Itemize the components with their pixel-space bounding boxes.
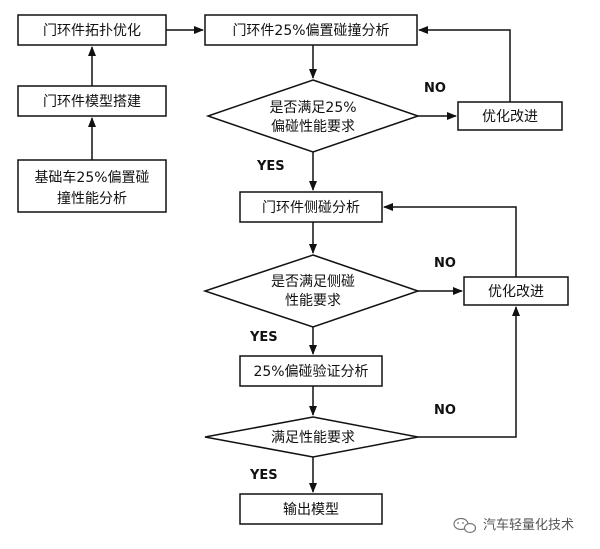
node-side-analysis: 门环件侧碰分析	[239, 191, 383, 223]
edge-optimize1-loop	[418, 26, 511, 102]
edge-label-no-1: NO	[424, 81, 446, 96]
node-door-model: 门环件模型搭建	[17, 85, 167, 117]
node-door-topology: 门环件拓扑优化	[17, 14, 167, 46]
node-optimize-2-label: 优化改进	[488, 284, 544, 300]
node-side-analysis-label: 门环件侧碰分析	[262, 200, 360, 216]
node-decision-side-label-line2: 性能要求	[285, 293, 341, 309]
edge-label-no-2: NO	[434, 256, 456, 271]
node-verify-analysis-label: 25%偏碰验证分析	[253, 364, 368, 380]
node-base-vehicle-label-line1: 基础车25%偏置碰	[34, 169, 149, 186]
node-optimize-1: 优化改进	[457, 101, 563, 131]
node-base-vehicle-label-line2: 撞性能分析	[57, 191, 127, 207]
node-optimize-2: 优化改进	[463, 276, 569, 306]
watermark: 汽车轻量化技术	[453, 517, 574, 534]
node-decision-side: 是否满足侧碰 性能要求	[202, 254, 421, 328]
wechat-icon	[453, 517, 477, 534]
edge-label-yes-1: YES	[256, 159, 285, 174]
node-door-topology-label: 门环件拓扑优化	[43, 23, 141, 39]
node-decision-final-label: 满足性能要求	[271, 430, 355, 446]
node-optimize-1-label: 优化改进	[482, 109, 538, 125]
edge-label-no-3: NO	[434, 403, 456, 418]
node-decision-offset-label-line1: 是否满足25%	[269, 100, 356, 116]
node-offset-analysis-label: 门环件25%偏置碰撞分析	[232, 23, 389, 39]
edge-label-yes-3: YES	[249, 468, 278, 483]
node-verify-analysis: 25%偏碰验证分析	[239, 355, 383, 387]
node-decision-offset-label-line2: 偏碰性能要求	[271, 119, 355, 135]
edge-label-yes-2: YES	[249, 330, 278, 345]
node-decision-side-label-line1: 是否满足侧碰	[271, 274, 355, 290]
edge-optimize2-loop	[383, 203, 517, 277]
node-door-model-label: 门环件模型搭建	[43, 94, 141, 110]
node-offset-analysis: 门环件25%偏置碰撞分析	[204, 14, 418, 46]
node-output-model: 输出模型	[239, 493, 383, 525]
node-decision-final: 满足性能要求	[204, 416, 419, 458]
edge-decision3-no	[418, 306, 520, 438]
node-decision-offset: 是否满足25% 偏碰性能要求	[205, 79, 421, 153]
node-output-model-label: 输出模型	[283, 502, 339, 518]
watermark-text: 汽车轻量化技术	[483, 517, 574, 533]
node-base-vehicle: 基础车25%偏置碰 撞性能分析	[17, 159, 167, 213]
